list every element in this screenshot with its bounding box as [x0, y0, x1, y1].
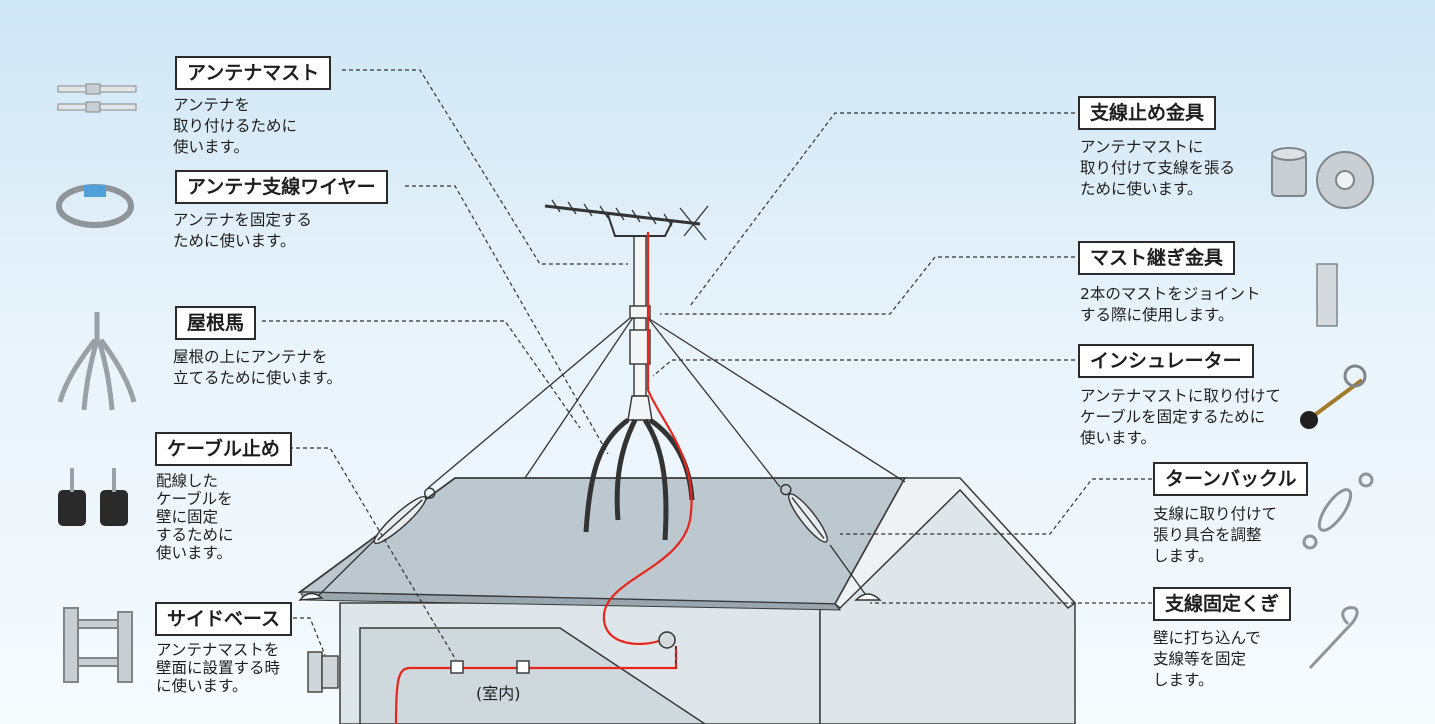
label-guy-clamp: 支線止め金具 — [1078, 96, 1217, 130]
turnbuckle-product-icon — [1302, 472, 1374, 550]
cable-clip-product-icon — [58, 468, 128, 526]
guy-wire-product-icon — [56, 184, 134, 228]
guy-clamp-product-icon — [1271, 147, 1374, 209]
guy-wires — [317, 312, 906, 599]
label-side-base: サイドベース — [155, 602, 293, 636]
desc-cable-clip: 配線した ケーブルを 壁に固定 するために 使います。 — [156, 472, 234, 562]
label-mast-joint: マスト継ぎ金具 — [1078, 241, 1236, 275]
turnbuckle-drawing — [298, 483, 882, 601]
coax-cable — [602, 232, 693, 646]
cable-clip-marker — [516, 660, 530, 674]
desc-roof-mount: 屋根の上にアンテナを 立てるために使います。 — [173, 348, 342, 387]
antenna-drawing — [544, 199, 709, 241]
label-roof-mount: 屋根馬 — [175, 306, 257, 340]
antenna-mast-drawing — [583, 235, 695, 541]
desc-antenna-mast: アンテナを 取り付けるために 使います。 — [173, 96, 298, 156]
label-insulator: インシュレーター — [1078, 344, 1254, 378]
guy-anchor-product-icon — [1308, 606, 1359, 670]
antenna-mast-product-icon — [57, 83, 137, 113]
side-base-product-icon — [63, 607, 133, 683]
label-guy-wire: アンテナ支線ワイヤー — [175, 170, 388, 204]
desc-mast-joint: 2本のマストをジョイント する際に使用します。 — [1080, 285, 1261, 324]
leader-lines — [262, 69, 1152, 661]
house — [297, 477, 1077, 724]
label-antenna-mast: アンテナマスト — [175, 56, 332, 90]
desc-insulator: アンテナマストに取り付けて ケーブルを固定するために 使います。 — [1080, 387, 1281, 447]
label-guy-anchor: 支線固定くぎ — [1153, 587, 1292, 621]
wall-entry-cap — [658, 631, 676, 649]
desc-guy-clamp: アンテナマストに 取り付けて支線を張る ために使います。 — [1080, 138, 1236, 198]
roof-mount-product-icon — [57, 312, 137, 411]
desc-guy-anchor: 壁に打ち込んで 支線等を固定 します。 — [1153, 629, 1261, 689]
cable-clip-marker — [450, 660, 464, 674]
roof — [297, 477, 907, 605]
label-cable-clip: ケーブル止め — [155, 432, 292, 466]
side-base-drawing — [307, 651, 339, 693]
label-turnbuckle: ターンバックル — [1153, 462, 1309, 496]
desc-side-base: アンテナマストを 壁面に設置する時 に使います。 — [156, 641, 281, 695]
indoor-label: (室内) — [476, 684, 521, 703]
insulator-product-icon — [1300, 364, 1367, 429]
desc-turnbuckle: 支線に取り付けて 張り具合を調整 します。 — [1153, 505, 1278, 565]
mast-joint-product-icon — [1316, 263, 1338, 327]
desc-guy-wire: アンテナを固定する ために使います。 — [173, 211, 312, 250]
